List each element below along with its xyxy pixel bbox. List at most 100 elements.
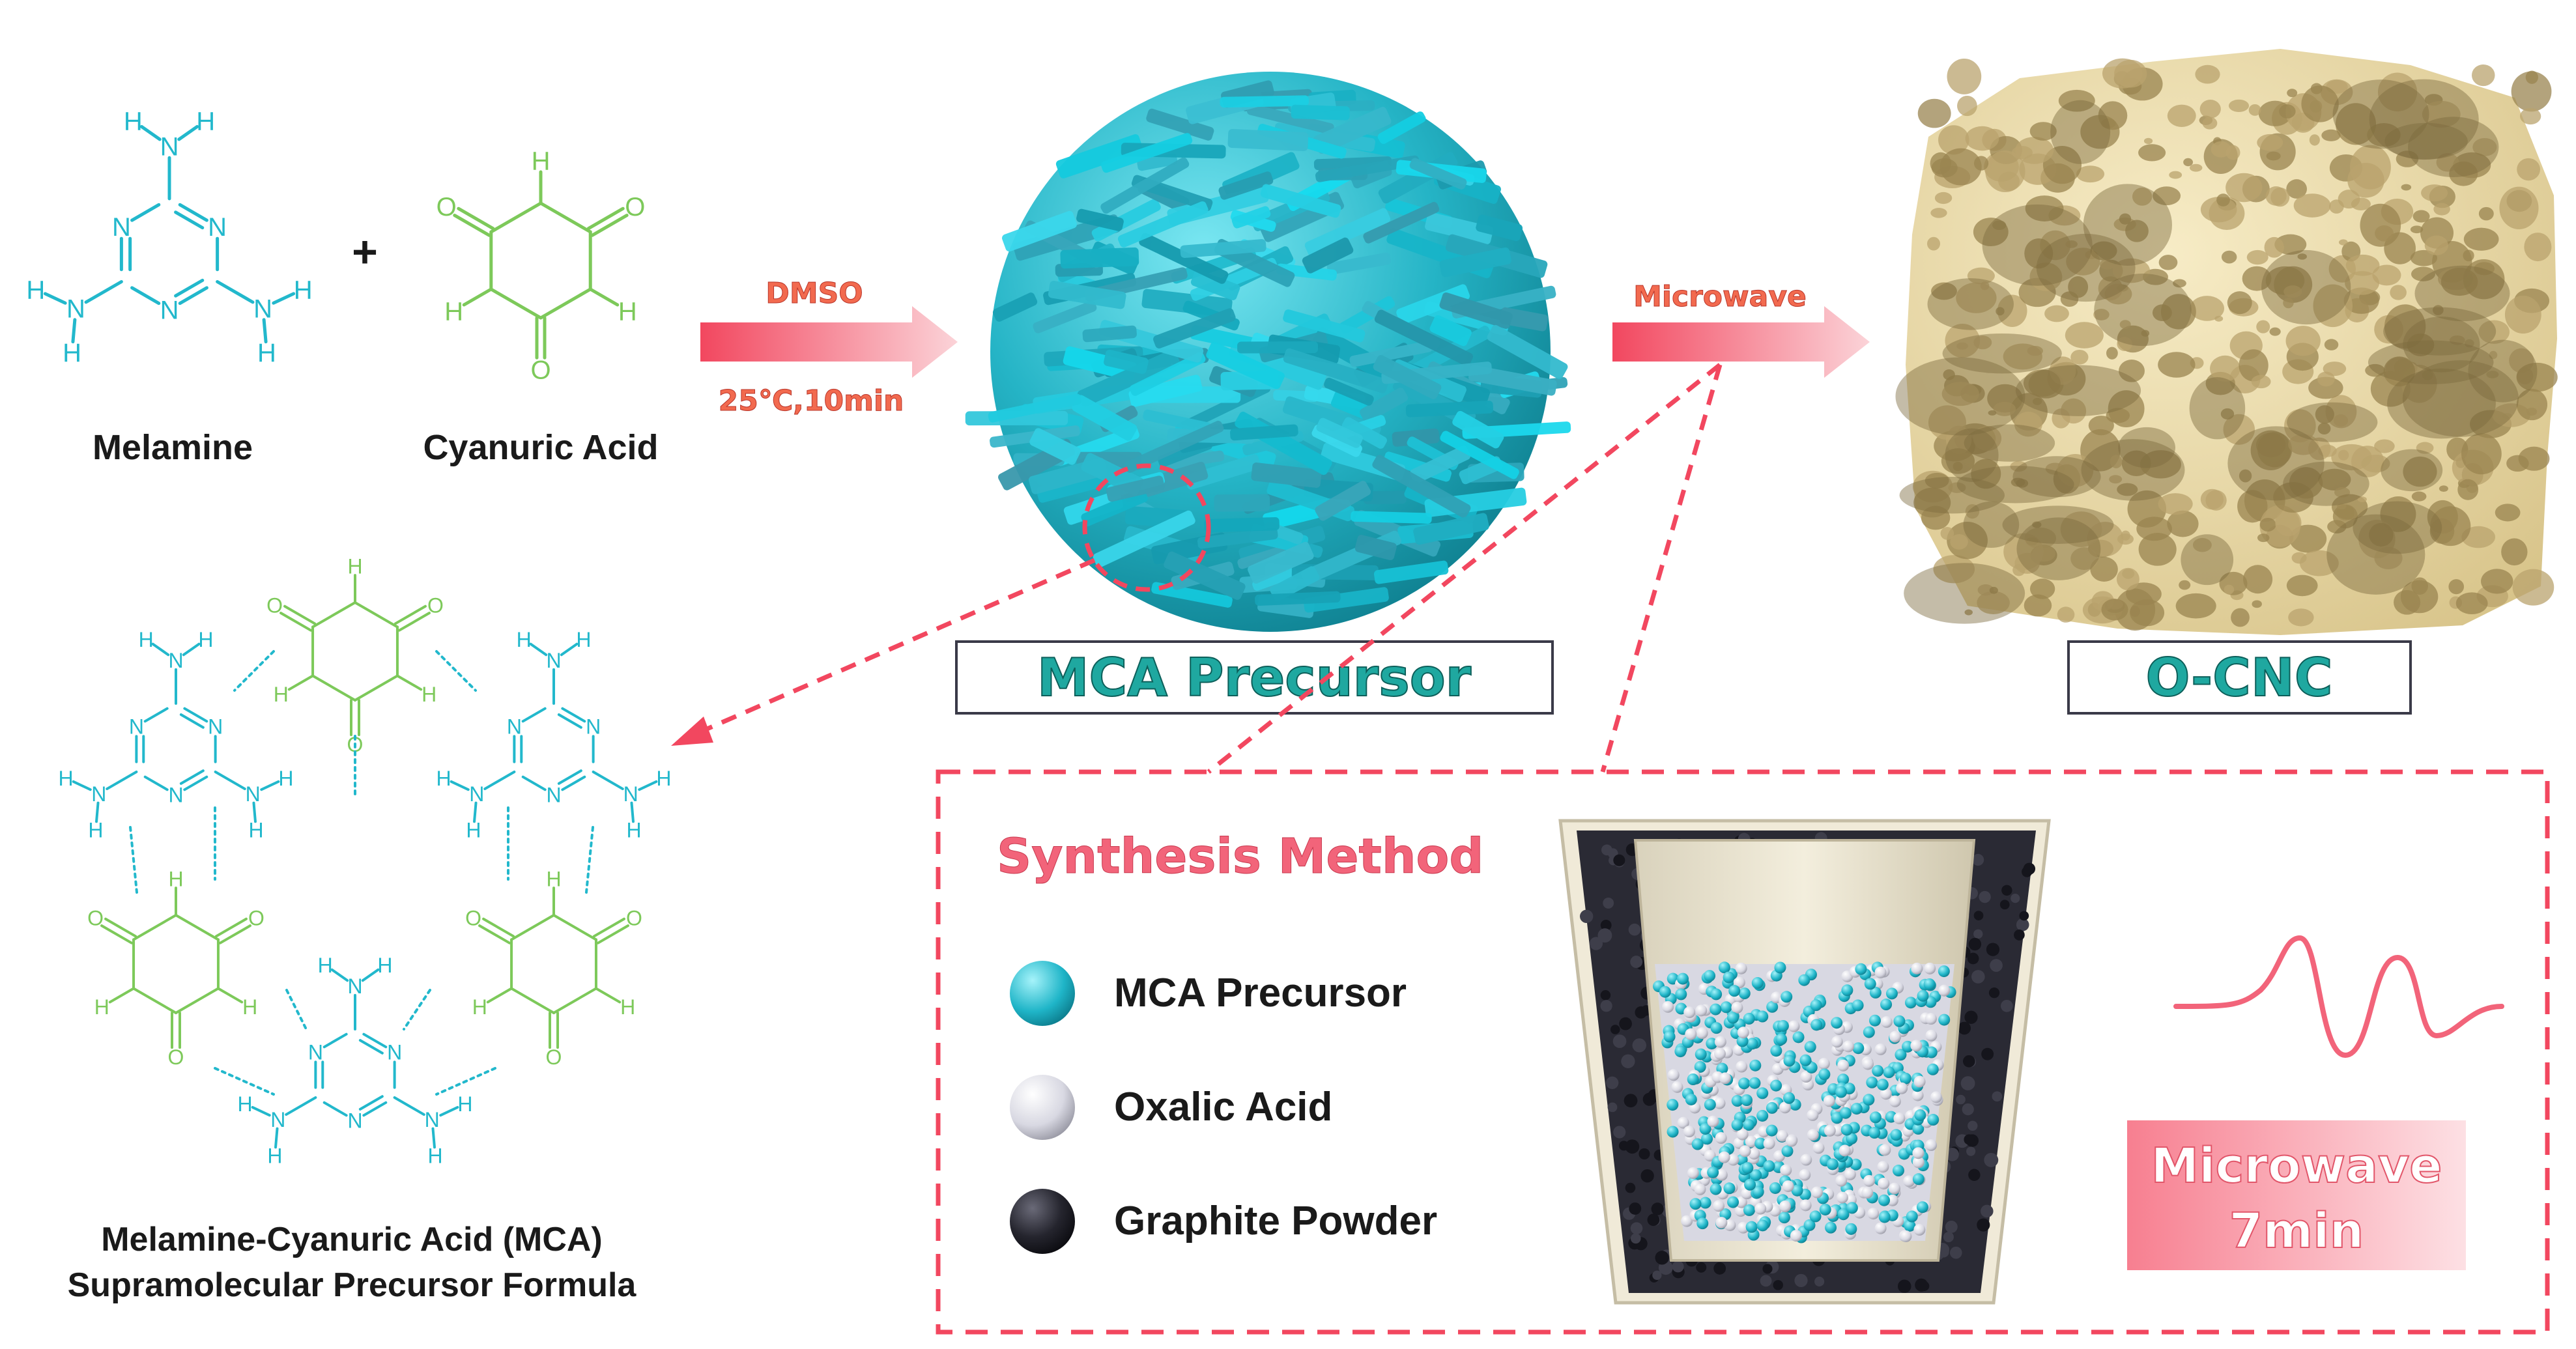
graphite-particle <box>1610 1025 1620 1034</box>
foam-cavity <box>2403 316 2480 373</box>
foam-pore <box>2190 296 2225 321</box>
mixture-particle <box>1831 1112 1843 1124</box>
foam-pore <box>2202 117 2218 130</box>
foam-cavity <box>2383 307 2497 356</box>
mixture-particle <box>1835 1086 1848 1098</box>
mca-precursor-box <box>955 640 1554 715</box>
foam-pore <box>2102 58 2143 89</box>
hydrogen: H <box>457 1092 472 1116</box>
foam-pore <box>2315 405 2334 424</box>
foam-pore <box>2403 456 2437 487</box>
mixture-particle <box>1840 1124 1853 1136</box>
graphite-particle <box>1814 1276 1825 1287</box>
mixture-particle <box>1696 1217 1709 1230</box>
foam-pore <box>2023 369 2061 397</box>
synthesis-method-panel <box>936 769 2550 1335</box>
ring-nitrogen: N <box>387 1041 402 1064</box>
mixture-particle <box>1930 1091 1942 1103</box>
precursor-flake <box>1231 206 1271 229</box>
mixture-particle <box>1737 1221 1749 1234</box>
mixture-particle <box>1683 1126 1695 1138</box>
mixture-particle <box>1842 1040 1855 1053</box>
foam-pore <box>2237 490 2268 523</box>
legend-swatch-mca <box>1010 961 1075 1026</box>
foam-pore <box>2369 522 2394 547</box>
plus-sign: + <box>352 227 378 277</box>
foam-pore <box>2257 533 2270 543</box>
foam-pore <box>2463 249 2474 262</box>
microwave-wave-icon <box>2173 935 2504 1058</box>
hydrogen: H <box>620 995 635 1019</box>
graphite-particle <box>1601 844 1612 856</box>
mixture-particle <box>1863 1026 1875 1038</box>
mixture-particle <box>1683 1006 1696 1019</box>
foam-pore <box>2158 255 2178 270</box>
foam-pore <box>1948 482 1966 493</box>
graphite-particle <box>1962 1103 1974 1116</box>
foam-pore <box>2524 233 2552 262</box>
foam-cavity <box>2118 427 2176 468</box>
foam-pore <box>2499 186 2539 229</box>
precursor-flake <box>1072 395 1138 441</box>
hydrogen: H <box>26 276 45 305</box>
foam-pore <box>2274 266 2313 303</box>
foam-pore <box>2195 64 2220 84</box>
foam-pore <box>1938 125 1969 155</box>
precursor-flake <box>1218 171 1274 200</box>
mixture-particle <box>1868 1127 1881 1139</box>
graphite-particle <box>1971 970 1985 984</box>
foam-pore <box>2360 203 2401 247</box>
foam-pore <box>2167 104 2196 127</box>
precursor-flake <box>1033 300 1097 334</box>
mixture-particle <box>1713 1200 1725 1212</box>
foam-pore <box>2489 350 2498 360</box>
crucible-illustration <box>1558 819 2051 1305</box>
mixture-particle <box>1790 1230 1802 1242</box>
graphite-particle <box>1632 1038 1646 1053</box>
precursor-flake <box>1392 428 1440 447</box>
foam-pore <box>2252 600 2262 608</box>
foam-pore <box>2283 285 2302 298</box>
precursor-flake <box>1106 476 1165 502</box>
mixture-particle <box>1886 1194 1898 1206</box>
precursor-flake <box>1255 591 1341 606</box>
amine-nitrogen: N <box>347 974 362 998</box>
foam-pore <box>2269 327 2281 336</box>
precursor-flake <box>1312 326 1394 382</box>
mixture-particle <box>1728 985 1741 997</box>
graphite-particle <box>1943 1232 1954 1243</box>
graphite-particle <box>1949 1246 1962 1259</box>
mixture-particle <box>1878 1177 1890 1189</box>
graphite-particle <box>1647 1214 1660 1227</box>
foam-pore <box>2317 422 2331 435</box>
precursor-flake <box>1429 315 1472 347</box>
foam-pore <box>2343 287 2379 314</box>
graphite-particle <box>1967 952 1979 965</box>
precursor-flake <box>1153 308 1236 348</box>
foam-pore <box>2257 432 2293 468</box>
legend-label-graphite: Graphite Powder <box>1114 1199 1437 1243</box>
foam-pore <box>2138 144 2166 162</box>
hydrogen: H <box>618 297 637 326</box>
mixture-particle <box>1792 1031 1805 1044</box>
foam-cavity <box>2050 100 2111 164</box>
foam-cavity <box>2016 517 2101 580</box>
foam-cavity <box>2369 79 2479 160</box>
foam-pore <box>2374 547 2403 569</box>
foam-pore <box>2205 490 2227 511</box>
precursor-flake <box>1363 202 1440 244</box>
hydrogen: H <box>576 628 591 651</box>
mixture-particle <box>1715 1169 1728 1181</box>
mixture-particle <box>1804 1041 1816 1053</box>
foam-pore <box>2365 363 2385 377</box>
graphite-particle <box>1597 928 1612 943</box>
foam-pore <box>2044 305 2069 322</box>
mixture-particle <box>1659 986 1671 998</box>
graphite-particle <box>1613 1126 1626 1139</box>
precursor-flake <box>1360 388 1409 423</box>
mixture-particle <box>1769 1182 1781 1194</box>
graphite-particle <box>1579 909 1594 923</box>
foam-cavity <box>2287 402 2378 442</box>
mixture-particle <box>1877 1161 1889 1173</box>
